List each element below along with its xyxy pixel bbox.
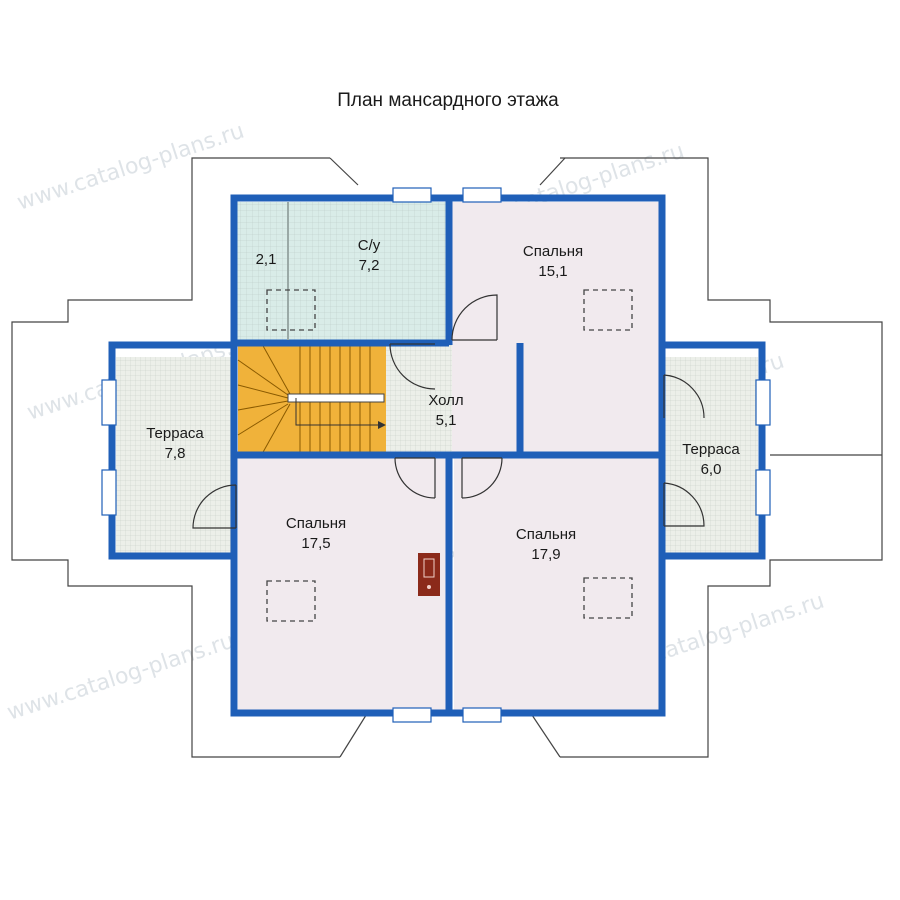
door-bedroom-ne: [451, 294, 498, 341]
watermark-text: www.catalog-plans.ru: [14, 119, 247, 216]
skylight-bathroom: [266, 289, 316, 331]
room-name: С/у: [358, 237, 381, 254]
windows: [101, 187, 771, 723]
doors: [192, 294, 705, 529]
door-terrace-e-2: [663, 482, 705, 527]
stair-treads: [237, 343, 371, 455]
bathroom-grid: [236, 202, 447, 342]
room-labels: 2,1 С/у 7,2 Спальня 15,1 Холл 5,1 Террас…: [146, 237, 740, 563]
terrace-e-grid: [662, 357, 758, 553]
walls: [108, 194, 766, 717]
room-name: Холл: [428, 392, 463, 409]
room-area: 7,8: [165, 445, 186, 462]
window-west-1: [101, 379, 117, 426]
skylight-bedroom-sw: [266, 580, 316, 622]
watermark-text: www.catalog-plans.ru: [4, 629, 237, 726]
door-bedroom-sw: [394, 457, 436, 499]
chimney-hole: [427, 585, 431, 589]
terrace-w-grid: [116, 357, 236, 553]
window-west-2: [101, 469, 117, 516]
room-area: 6,0: [701, 461, 722, 478]
stair-arrow: [295, 398, 380, 426]
bedroom-se-floor: [454, 457, 661, 710]
stair-well: [287, 393, 385, 403]
bedroom-sw-floor: [238, 457, 447, 710]
skylight-bedroom-ne: [583, 289, 633, 331]
room-name: Спальня: [516, 526, 576, 543]
room-name: Терраса: [146, 425, 204, 442]
chimney: [418, 553, 440, 596]
staircase: [237, 343, 386, 455]
window-east-1: [755, 379, 771, 426]
room-area: 17,5: [301, 535, 330, 552]
floors: [116, 202, 758, 710]
room-area: 17,9: [531, 546, 560, 563]
window-east-2: [755, 469, 771, 516]
bedroom-ne-floor: [452, 202, 661, 452]
roof-outline: [11, 157, 883, 758]
room-area: 2,1: [256, 251, 277, 268]
chimney-flue: [423, 558, 435, 578]
door-terrace-e-1: [663, 374, 705, 419]
door-hall: [389, 343, 436, 390]
door-bedroom-se: [461, 457, 503, 499]
window-south-2: [462, 707, 502, 723]
room-area: 7,2: [359, 257, 380, 274]
stair-arrow-head: [378, 421, 386, 429]
plan-title: План мансардного этажа: [337, 90, 559, 111]
window-north-2: [462, 187, 502, 203]
room-area: 15,1: [538, 263, 567, 280]
room-area: 5,1: [436, 412, 457, 429]
window-north-1: [392, 187, 432, 203]
door-terrace-w: [192, 484, 237, 529]
skylight-bedroom-se: [583, 577, 633, 619]
window-south-1: [392, 707, 432, 723]
room-name: Спальня: [286, 515, 346, 532]
room-name: Терраса: [682, 441, 740, 458]
room-name: Спальня: [523, 243, 583, 260]
skylights: [266, 289, 633, 622]
